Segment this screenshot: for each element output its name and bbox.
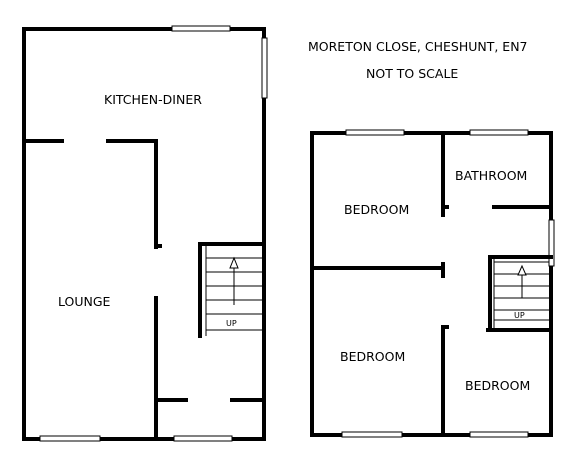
bedroom-1-window xyxy=(345,129,405,136)
bathroom-label: BATHROOM xyxy=(455,168,527,183)
first-stairs-label: UP xyxy=(514,311,525,320)
bedroom-3-label: BEDROOM xyxy=(465,378,530,393)
scale-note: NOT TO SCALE xyxy=(366,66,458,81)
bedroom-3-window xyxy=(469,431,529,438)
landing-window xyxy=(548,219,555,267)
hall-wall-lower xyxy=(154,296,158,441)
kitchen-diner-label: KITCHEN-DINER xyxy=(104,92,202,107)
kitchen-window xyxy=(171,25,231,32)
ff-stair-wall-top xyxy=(490,255,553,259)
first-floor: UP BEDROOM BATHROOM BEDROOM BEDROOM xyxy=(310,129,555,438)
bathroom-wall-left xyxy=(441,131,445,217)
bedroom-2-wall-right xyxy=(441,325,445,437)
bedroom-2-wall-stub xyxy=(441,325,449,329)
address-title: MORETON CLOSE, CHESHUNT, EN7 xyxy=(308,39,528,54)
ground-floor: UP KITCHEN-DINER LOUNGE xyxy=(22,25,268,442)
kitchen-lounge-wall-left xyxy=(22,139,64,143)
bathroom-wall-bottom xyxy=(492,205,553,209)
porch-wall-right xyxy=(230,398,266,402)
ground-stairs-label: UP xyxy=(226,319,237,328)
ground-floor-wall-left xyxy=(22,27,26,441)
hall-wall-upper xyxy=(154,139,158,249)
lounge-label: LOUNGE xyxy=(58,294,111,309)
ff-stair-wall-left xyxy=(488,255,492,331)
first-floor-wall-top xyxy=(310,131,553,135)
stairs-arrow-head-icon xyxy=(229,256,239,269)
ground-floor-stairs: UP xyxy=(205,246,262,336)
bedroom-3-wall-top xyxy=(486,328,553,332)
bedroom-divider xyxy=(310,266,444,270)
stair-wall-top xyxy=(198,242,266,246)
ff-stairs-arrow-head-icon xyxy=(517,264,527,276)
first-floor-wall-bottom xyxy=(310,433,553,437)
lounge-window xyxy=(39,435,101,442)
ground-floor-wall-top xyxy=(22,27,266,31)
bedroom-1-label: BEDROOM xyxy=(344,202,409,217)
kitchen-lounge-wall-right xyxy=(106,139,158,143)
kitchen-side-window xyxy=(261,37,268,99)
ground-floor-wall-right xyxy=(262,27,266,441)
bedroom-2-window xyxy=(341,431,403,438)
bedroom-2-label: BEDROOM xyxy=(340,349,405,364)
hall-wall-stub-upper xyxy=(154,244,162,248)
first-floor-wall-right xyxy=(549,131,553,437)
bathroom-wall-stub xyxy=(441,205,449,209)
first-floor-wall-left xyxy=(310,131,314,437)
front-door xyxy=(173,435,233,442)
ground-floor-wall-bottom xyxy=(22,437,266,441)
porch-wall-left xyxy=(154,398,188,402)
bathroom-window xyxy=(469,129,529,136)
landing-stub-upper xyxy=(441,262,445,278)
first-floor-stairs: UP xyxy=(493,259,549,328)
stair-wall-left xyxy=(198,242,202,338)
